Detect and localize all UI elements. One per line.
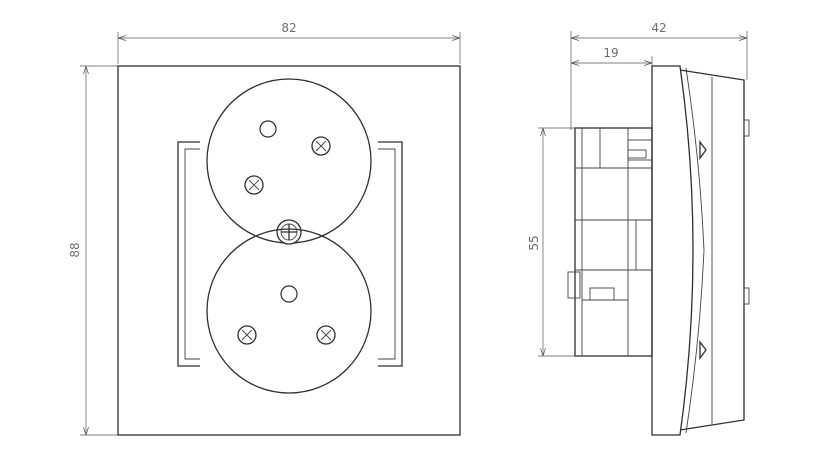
side-height-dimension: 55 — [527, 127, 575, 357]
upper-earth-pin-hole — [259, 120, 277, 138]
side-cover — [679, 69, 750, 431]
upper-contact-right — [311, 136, 331, 156]
right-bracket — [378, 141, 403, 367]
side-mechanism-body — [567, 127, 653, 357]
front-view: 82 88 — [68, 21, 461, 436]
side-depth-partial-dimension: 19 — [570, 46, 653, 66]
side-depth-total-dimension: 42 — [570, 21, 748, 130]
lower-socket — [206, 228, 372, 394]
side-view: 42 19 55 — [527, 21, 750, 436]
lower-contact-left — [237, 325, 257, 345]
front-frame — [117, 65, 461, 436]
side-depth-total-label: 42 — [651, 21, 666, 35]
side-depth-partial-label: 19 — [603, 46, 618, 60]
front-width-dimension: 82 — [117, 21, 461, 64]
center-screw — [276, 219, 302, 245]
lower-contact-right — [316, 325, 336, 345]
front-height-dimension: 88 — [68, 65, 118, 436]
lower-earth-pin-hole — [280, 285, 298, 303]
upper-contact-left — [244, 175, 264, 195]
side-height-label: 55 — [527, 235, 541, 250]
upper-socket — [206, 78, 372, 244]
side-frame-profile — [651, 65, 707, 436]
front-height-label: 88 — [68, 242, 82, 257]
left-bracket — [177, 141, 200, 367]
front-width-label: 82 — [281, 21, 296, 35]
